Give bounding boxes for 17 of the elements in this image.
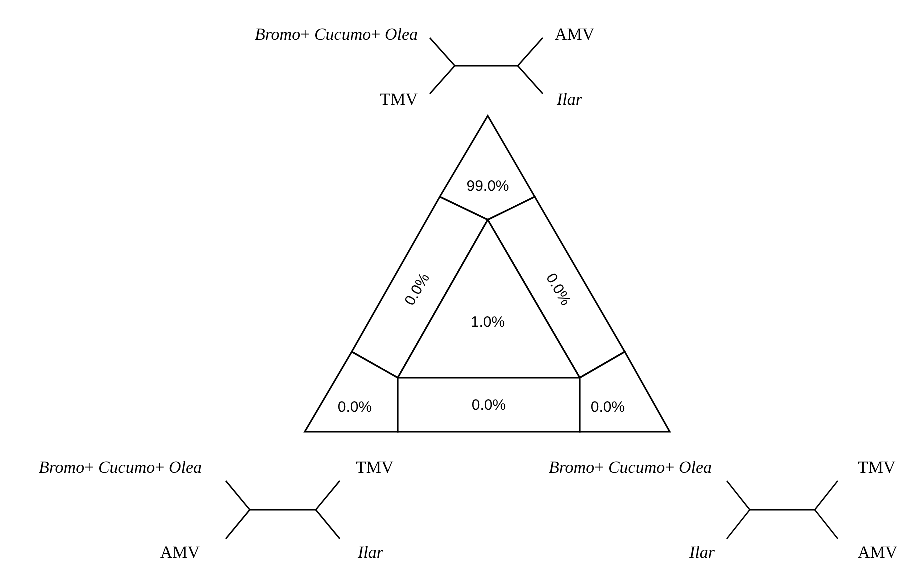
taxon-label: Ilar	[690, 543, 715, 561]
percentage-label: 0.0%	[338, 399, 372, 417]
taxon-label: AMV	[160, 543, 200, 561]
percentage-label: 0.0%	[590, 399, 626, 417]
taxon-label: TMV	[356, 458, 394, 478]
percentage-label: 99.0%	[466, 178, 510, 196]
taxon-label: Bromo+ Cucumo+ Olea	[254, 25, 418, 45]
taxon-label: TMV	[858, 458, 896, 478]
percentage-label: 0.0%	[472, 397, 506, 415]
percentage-label: 1.0%	[470, 314, 506, 332]
taxon-label: AMV	[858, 543, 898, 561]
taxon-label: Bromo+ Cucumo+ Olea	[38, 458, 202, 478]
taxon-label: Ilar	[358, 543, 384, 561]
taxon-label: AMV	[555, 25, 595, 45]
taxon-label: TMV	[380, 90, 418, 110]
taxon-label: Bromo+ Cucumo+ Olea	[548, 458, 712, 478]
taxon-label: Ilar	[557, 90, 582, 110]
